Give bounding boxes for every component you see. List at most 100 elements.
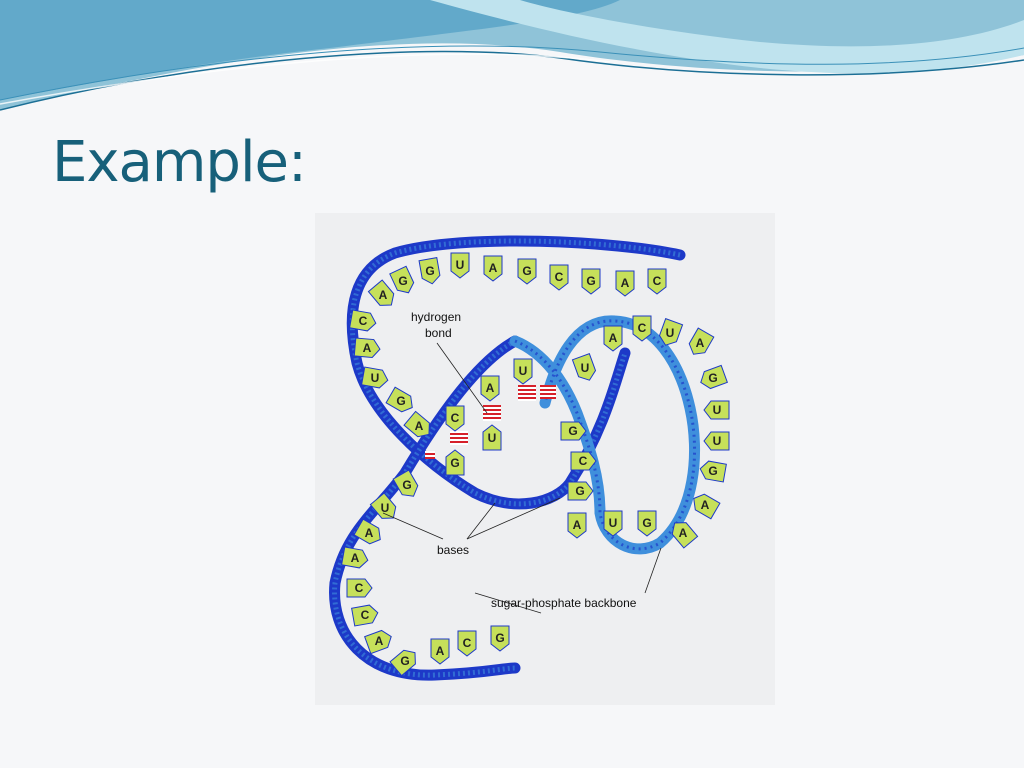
base-letter: A xyxy=(351,551,360,565)
base-letter: G xyxy=(575,484,584,498)
bases-label: bases xyxy=(437,543,469,557)
base-lower-left-curve: G xyxy=(392,469,419,497)
base-lower-left-curve: A xyxy=(353,518,381,545)
base-letter: A xyxy=(489,261,498,275)
base-lower-left-curve: A xyxy=(341,546,369,569)
base-tag-shape xyxy=(349,309,377,332)
base-tag-shape xyxy=(703,431,730,451)
base-top-strand: A xyxy=(483,255,503,282)
base-lower-left-curve: A xyxy=(364,629,392,655)
base-letter: C xyxy=(638,321,647,335)
base-letter: C xyxy=(555,270,564,284)
base-tag-shape xyxy=(581,268,601,295)
base-tag-shape xyxy=(389,649,416,677)
base-letter: A xyxy=(701,498,710,512)
base-left-descending: U xyxy=(361,366,389,389)
base-letter: A xyxy=(379,288,388,302)
base-tag-shape xyxy=(603,510,623,537)
base-top-strand: A xyxy=(367,279,395,306)
backbone-label: sugar-phosphate backbone xyxy=(491,596,637,610)
base-right-loop-side: A xyxy=(693,493,721,520)
base-left-descending: A xyxy=(353,337,381,359)
slide-title: Example: xyxy=(52,130,307,195)
base-letter: A xyxy=(375,634,384,648)
base-right-loop-side: U xyxy=(703,431,730,451)
base-tag-shape xyxy=(693,493,721,520)
base-bottom-strand: A xyxy=(430,638,450,665)
base-tag-shape xyxy=(570,451,597,471)
base-top-strand: G xyxy=(517,258,537,285)
base-letter: G xyxy=(450,456,459,470)
base-letter: G xyxy=(400,654,409,668)
base-letter: A xyxy=(679,526,688,540)
base-tag-shape xyxy=(615,270,635,297)
base-lower-middle: G xyxy=(637,510,657,537)
base-tag-shape xyxy=(392,469,419,497)
base-letter: A xyxy=(486,381,495,395)
base-letter: U xyxy=(488,431,497,445)
base-letter: A xyxy=(621,276,630,290)
base-tag-shape xyxy=(367,279,395,306)
base-letter: U xyxy=(713,403,722,417)
base-tag-shape xyxy=(688,327,715,355)
base-tag-shape xyxy=(647,268,667,295)
base-top-strand: U xyxy=(450,252,470,279)
base-helix-inner: C xyxy=(445,405,465,432)
base-right-loop-side: A xyxy=(671,522,699,549)
base-tag-shape xyxy=(361,366,389,389)
base-letter: U xyxy=(456,258,465,272)
base-tag-shape xyxy=(560,421,587,441)
base-letter: G xyxy=(425,264,434,278)
base-lower-left-curve: G xyxy=(389,649,416,677)
base-letter: G xyxy=(398,274,407,288)
base-right-loop-top: C xyxy=(632,315,652,342)
base-letter: C xyxy=(359,314,368,328)
base-tag-shape xyxy=(445,405,465,432)
base-tag-shape xyxy=(483,255,503,282)
base-letter: G xyxy=(568,424,577,438)
base-top-strand: G xyxy=(418,257,441,285)
base-tag-shape xyxy=(703,400,730,420)
base-tag-shape xyxy=(658,318,684,346)
base-tag-shape xyxy=(389,265,415,294)
base-tag-shape xyxy=(403,410,430,438)
base-letter: A xyxy=(415,419,424,433)
base-letter: C xyxy=(653,274,662,288)
base-letter: G xyxy=(708,371,717,385)
base-helix-inner: A xyxy=(480,375,500,402)
base-letter: A xyxy=(436,644,445,658)
base-tag-shape xyxy=(637,510,657,537)
base-tag-shape xyxy=(457,630,477,657)
base-right-loop-side: G xyxy=(699,460,727,483)
base-letter: A xyxy=(363,341,372,355)
base-right-loop-top: A xyxy=(603,325,623,352)
base-middle-column: C xyxy=(570,451,597,471)
base-top-strand: C xyxy=(549,264,569,291)
base-lower-middle: U xyxy=(603,510,623,537)
base-top-strand: A xyxy=(615,270,635,297)
base-letter: U xyxy=(581,361,590,375)
base-letter: U xyxy=(713,434,722,448)
base-tag-shape xyxy=(353,337,381,359)
base-tag-shape xyxy=(632,315,652,342)
base-letter: G xyxy=(708,464,717,478)
base-tag-shape xyxy=(418,257,441,285)
base-lower-middle: A xyxy=(567,512,587,539)
base-middle-column: G xyxy=(560,421,587,441)
base-letter: G xyxy=(402,478,411,492)
base-bottom-strand: C xyxy=(457,630,477,657)
base-tag-shape xyxy=(480,375,500,402)
base-tag-shape xyxy=(346,578,373,598)
base-tag-shape xyxy=(603,325,623,352)
base-tag-shape xyxy=(385,386,413,413)
base-middle-column: G xyxy=(567,481,594,501)
base-lower-left-curve: U xyxy=(369,492,397,519)
base-letter: A xyxy=(609,331,618,345)
base-tag-shape xyxy=(430,638,450,665)
base-tag-shape xyxy=(351,604,379,627)
base-right-loop-top: U xyxy=(571,353,597,381)
base-letter: C xyxy=(361,608,370,622)
base-letter: A xyxy=(365,526,374,540)
